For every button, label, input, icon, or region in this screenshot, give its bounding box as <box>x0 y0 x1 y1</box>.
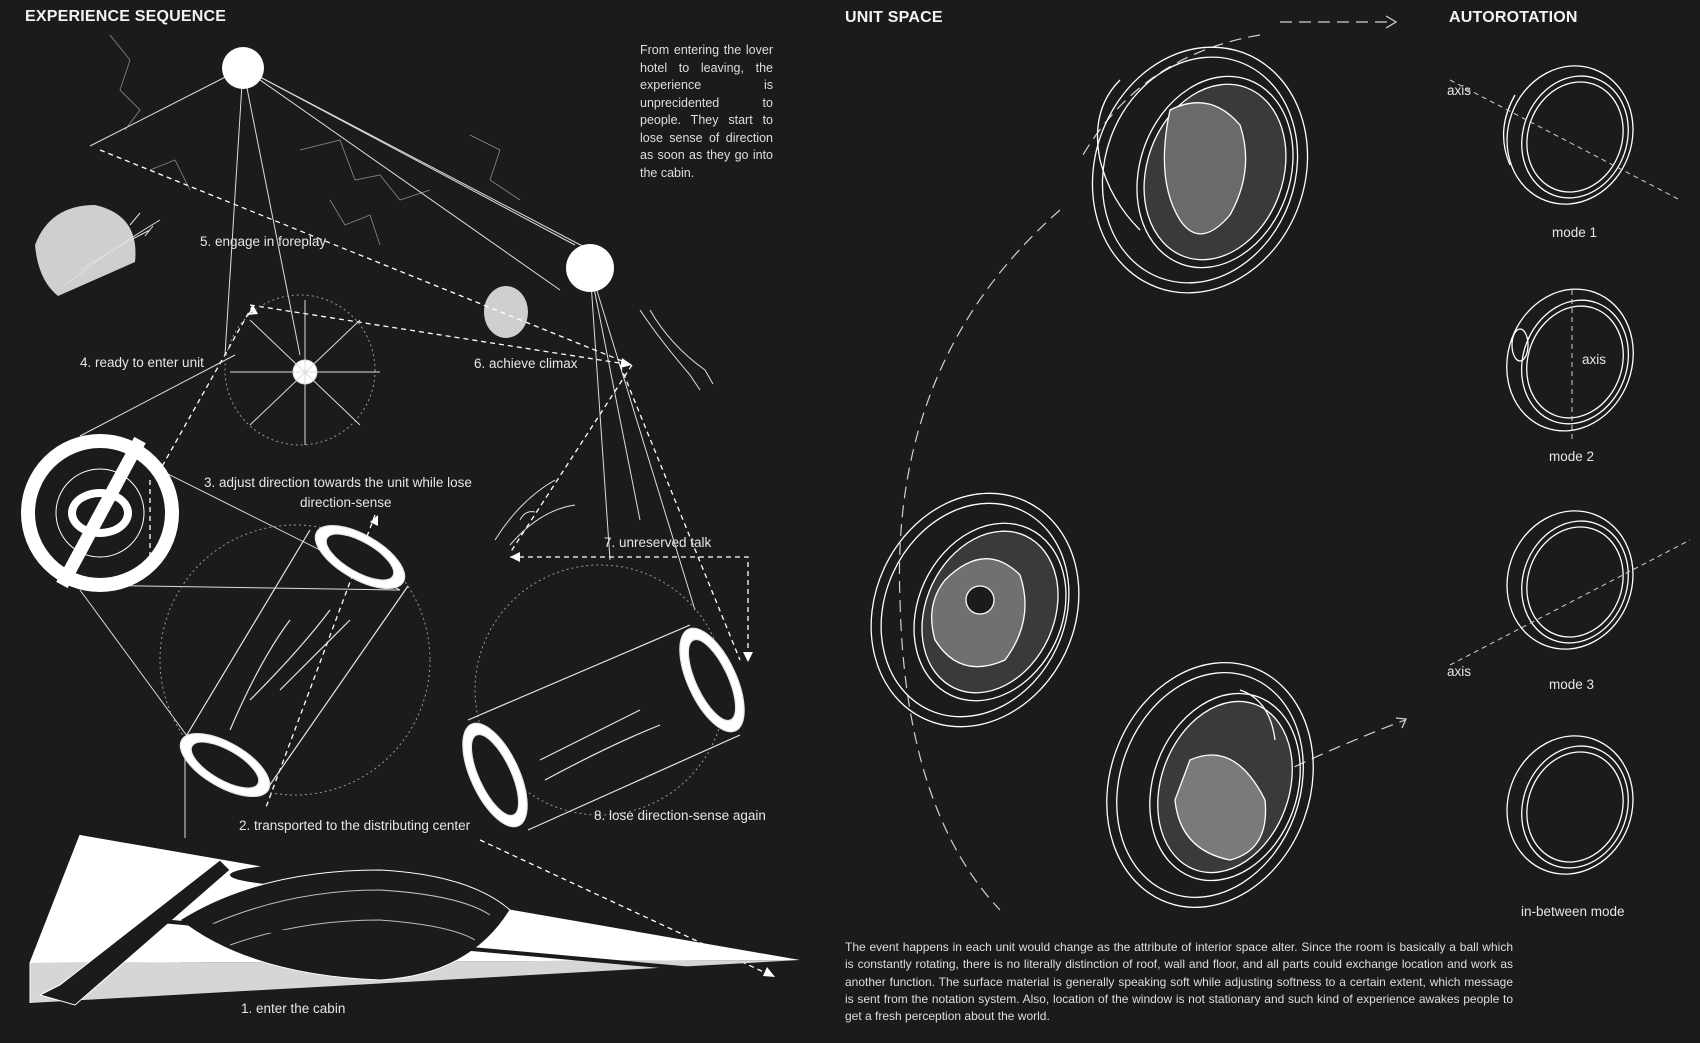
unit-section-ring <box>21 434 179 592</box>
light-sphere-top <box>222 47 264 89</box>
step-4-label: 4. ready to enter unit <box>80 355 204 370</box>
mode-1-label: mode 1 <box>1552 225 1598 240</box>
gray-hemisphere-right <box>484 286 528 338</box>
mode-3-label: mode 3 <box>1549 677 1595 692</box>
cylinder-capsule-8 <box>462 624 745 831</box>
autorotation-ring-mode-3 <box>1506 510 1634 650</box>
section-title-autorotation: AUTOROTATION <box>1449 9 1578 26</box>
axis-label-mode-2: axis <box>1582 352 1607 367</box>
figure-sketches <box>64 212 714 546</box>
background-sketch-lines <box>109 34 521 246</box>
step-1-label: 1. enter the cabin <box>241 1001 346 1016</box>
axis-label-mode-3: axis <box>1447 664 1472 679</box>
axis-line-mode-3 <box>1449 539 1691 666</box>
unit-description: The event happens in each unit would cha… <box>845 940 1513 1024</box>
step-7-label: 7. unreserved talk <box>604 535 712 550</box>
step-3-label-line2: direction-sense <box>300 495 392 510</box>
path-arrowheads <box>248 305 775 977</box>
unit-space-arrowheads <box>1385 15 1407 729</box>
mode-2-label: mode 2 <box>1549 449 1595 464</box>
unit-orbit-4 <box>224 294 376 446</box>
unit-sphere-2 <box>870 492 1080 728</box>
autorotation-ring-mode-2 <box>1506 288 1634 432</box>
step-8-label: 8. lose direction-sense again <box>594 808 766 823</box>
autorotation-ring-in-between <box>1506 735 1634 875</box>
unit-sphere-3 <box>1106 662 1314 908</box>
autorotation-ring-mode-1 <box>1502 65 1634 205</box>
unit-top-view <box>230 300 380 445</box>
cylinder-capsule-2 <box>179 524 409 798</box>
light-sphere-right <box>566 244 614 292</box>
axis-label-mode-1: axis <box>1447 83 1472 98</box>
step-3-label-line1: 3. adjust direction towards the unit whi… <box>204 475 472 490</box>
unit-orbit-2 <box>159 524 431 796</box>
step-6-label: 6. achieve climax <box>474 356 578 371</box>
step-2-label: 2. transported to the distributing cente… <box>239 818 471 833</box>
axis-line-mode-1 <box>1449 79 1681 201</box>
intro-note: From entering the lover hotel to leaving… <box>640 43 773 180</box>
section-title-unit-space: UNIT SPACE <box>845 9 943 26</box>
step-5-label: 5. engage in foreplay <box>200 234 327 249</box>
section-title-experience: EXPERIENCE SEQUENCE <box>25 8 227 25</box>
unit-sphere-1 <box>1091 46 1309 294</box>
gray-hemisphere-left <box>35 205 136 296</box>
cabin-prism <box>29 834 800 1006</box>
in-between-mode-label: in-between mode <box>1521 904 1625 919</box>
